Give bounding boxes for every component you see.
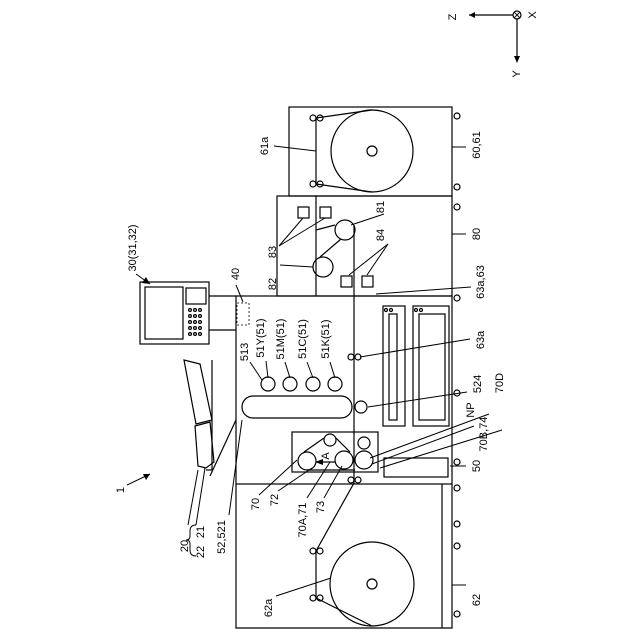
leader-lines: [127, 146, 502, 596]
label-51c: 51C(51): [297, 319, 309, 359]
label-513: 513: [239, 343, 251, 361]
label-51m: 51M(51): [275, 319, 287, 360]
label-51y: 51Y(51): [255, 318, 267, 357]
label-part-21: 21: [195, 526, 207, 538]
label-30: 30(31,32): [127, 224, 139, 271]
unit-80: [277, 196, 460, 296]
axis-x-label: X: [527, 11, 539, 19]
label-61a: 61a: [259, 136, 271, 155]
label-72: 72: [269, 494, 281, 506]
label-82: 82: [267, 278, 279, 290]
supply-20: [184, 360, 214, 470]
label-70b: 70B,74: [478, 417, 490, 452]
main-unit: A: [210, 295, 460, 484]
label-62: 62: [471, 594, 483, 606]
label-84: 84: [375, 229, 387, 241]
controller-30: [140, 282, 236, 344]
label-83: 83: [267, 246, 279, 258]
label-40: 40: [230, 268, 242, 280]
label-np: NP: [465, 402, 477, 417]
label-52-521: 52,521: [216, 520, 228, 554]
label-63a: 63a: [475, 330, 487, 349]
label-80: 80: [471, 228, 483, 240]
label-apparatus: 1: [115, 487, 127, 493]
axis-z-label: Z: [447, 13, 459, 20]
label-51k: 51K(51): [320, 319, 332, 358]
arrow-a-label: A: [320, 452, 332, 460]
label-70a: 70A,71: [297, 503, 309, 538]
label-524: 524: [472, 375, 484, 393]
unit-60: [289, 107, 460, 196]
label-63a-63: 63a,63: [475, 265, 487, 299]
axis-y-label: Y: [511, 70, 523, 78]
label-81: 81: [375, 201, 387, 213]
axis-indicator: Z X Y: [447, 11, 539, 78]
label-60-61: 60,61: [471, 131, 483, 159]
label-62a: 62a: [263, 598, 275, 617]
reference-labels: 1 20 21 22 52,521 30(31,32) 40 513 51Y(5…: [115, 131, 506, 617]
label-50: 50: [471, 460, 483, 472]
label-70: 70: [250, 498, 262, 510]
label-73: 73: [315, 501, 327, 513]
label-part-22: 22: [195, 546, 207, 558]
label-70d: 70D: [494, 373, 506, 393]
